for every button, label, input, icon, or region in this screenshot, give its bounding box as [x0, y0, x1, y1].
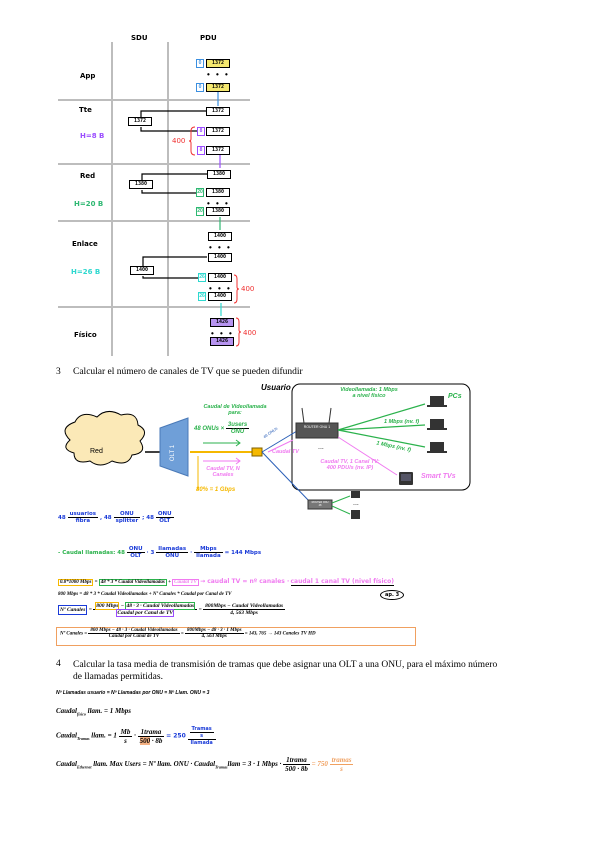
videollamada-label: Videollamada: 1 Mbps a nivel físico — [340, 387, 398, 399]
cloud-label: Red — [90, 448, 103, 455]
router-onuN — [307, 499, 333, 510]
caudal-tv-short: Caudal TV — [272, 449, 299, 455]
column-divider — [167, 42, 169, 356]
red-header-tag: 20 — [196, 188, 204, 197]
circled-note: ap. 3 — [380, 590, 405, 600]
usuario-label: Usuario — [261, 383, 291, 392]
equation-1: 0.8*1000 Mbps = 48 * 3 * Caudal Videolla… — [58, 578, 394, 586]
ellipsis: ... — [353, 500, 359, 507]
equation-3: Nº Canales = 800 Mbps − 48 · 3 · Caudal … — [58, 602, 286, 617]
enlace-pdu-box: 1400 — [208, 232, 232, 241]
tte-sdu-box: 1372 — [128, 117, 152, 126]
red-pdu-box: 1380 — [206, 207, 230, 216]
row-divider — [58, 306, 250, 308]
enlace-pdu-box: 1400 — [208, 273, 232, 282]
layer-red: Red — [80, 172, 96, 180]
row-divider — [58, 220, 250, 222]
enlace-header-size: H=26 B — [71, 268, 101, 276]
fisico-pdu-box: 1426 — [210, 337, 234, 346]
tte-header-tag: 8 — [197, 146, 205, 155]
tte-header-size: H=8 B — [80, 132, 105, 140]
section-3-title: Calcular el número de canales de TV que … — [73, 367, 303, 377]
tte-pdu-box: 1372 — [206, 127, 230, 136]
ellipsis: • • • — [211, 329, 234, 338]
enlace-header-tag: 26 — [198, 273, 206, 282]
layer-tte: Tte — [79, 106, 92, 114]
section-3-number: 3 — [56, 367, 61, 377]
tv-canal-label: Caudal TV, 1 Canal TV: 400 PDU/s (nv. IP… — [320, 459, 380, 471]
section-4-number: 4 — [56, 659, 61, 669]
pdu-header: PDU — [200, 34, 217, 42]
app-header-tag: 0 — [196, 83, 204, 92]
layer-app: App — [80, 72, 96, 80]
olt-label: OLT 1 — [170, 444, 177, 462]
router-onuN-label: ROUTER ONU 48 — [311, 501, 329, 507]
row-divider — [58, 163, 250, 165]
ellipsis: • • • — [207, 70, 230, 79]
enlace-pdu-box: 1400 — [208, 292, 232, 301]
sdu-header: SDU — [131, 34, 148, 42]
splitter — [251, 447, 263, 457]
capacity-label: 80% = 1 Gbps — [196, 487, 236, 493]
tte-header-tag: 8 — [197, 127, 205, 136]
usuario-box — [291, 383, 471, 491]
count-400: 400 — [172, 137, 186, 145]
caudal-fisico: Caudalfísico llam. = 1 Mbps — [56, 707, 131, 717]
router-onu1-label: ROUTER ONU 1 — [303, 425, 331, 429]
cloud-shape — [64, 411, 145, 466]
row-divider — [58, 99, 250, 101]
red-header-tag: 20 — [196, 207, 204, 216]
caudal-video-title: Caudal de Videollamada para: — [203, 404, 267, 416]
layers-connectors — [140, 91, 242, 347]
section-4-title: Calcular la tasa media de transmisión de… — [73, 660, 498, 682]
ellipsis: • • • — [209, 284, 232, 293]
layer-fisico: Físico — [74, 331, 97, 339]
red-pdu-box: 1380 — [207, 170, 231, 179]
app-header-tag: 0 — [196, 59, 204, 68]
red-header-size: H=20 B — [74, 200, 104, 208]
equation-4: Nº Canales = 800 Mbps − 48 · 3 · Caudal … — [60, 628, 316, 639]
caudal-ethernet: CaudalEthernet llam. Max Users = Nº llam… — [56, 756, 354, 773]
ellipsis: • • • — [209, 243, 232, 252]
equation-2: 800 Mbps = 48 * 3 * Caudal Videollamadas… — [58, 592, 232, 597]
tte-pdu-box: 1372 — [206, 107, 230, 116]
ellipsis: ... — [318, 444, 324, 451]
count-400: 400 — [243, 329, 257, 337]
count-400: 400 — [241, 285, 255, 293]
smart-tvs-label: Smart TVs — [421, 473, 456, 480]
enlace-pdu-box: 1400 — [208, 253, 232, 262]
onus-count: 48 ONUs × — [194, 426, 225, 433]
mbps-label-1: 1 Mbps (nv. f) — [384, 419, 420, 425]
ellipsis: • • • — [207, 199, 230, 208]
calls-per-user: Nº Llamadas usuario = Nº Llamadas por ON… — [56, 690, 210, 696]
red-pdu-box: 1380 — [206, 188, 230, 197]
fisico-pdu-box: 1426 — [210, 318, 234, 327]
enlace-header-tag: 26 — [198, 292, 206, 301]
red-sdu-box: 1380 — [129, 180, 153, 189]
app-pdu-box: 1372 — [206, 59, 230, 68]
pcs-label: PCs — [448, 393, 462, 400]
app-pdu-box: 1372 — [206, 83, 230, 92]
enlace-sdu-box: 1400 — [130, 266, 154, 275]
layer-enlace: Enlace — [72, 240, 98, 248]
caudal-tv-label: Caudal TV, N Canales — [206, 466, 240, 478]
column-divider — [111, 42, 113, 356]
laptop-icons — [427, 396, 447, 453]
tte-pdu-box: 1372 — [206, 146, 230, 155]
olt-shape — [159, 417, 189, 477]
result-box — [56, 627, 416, 646]
